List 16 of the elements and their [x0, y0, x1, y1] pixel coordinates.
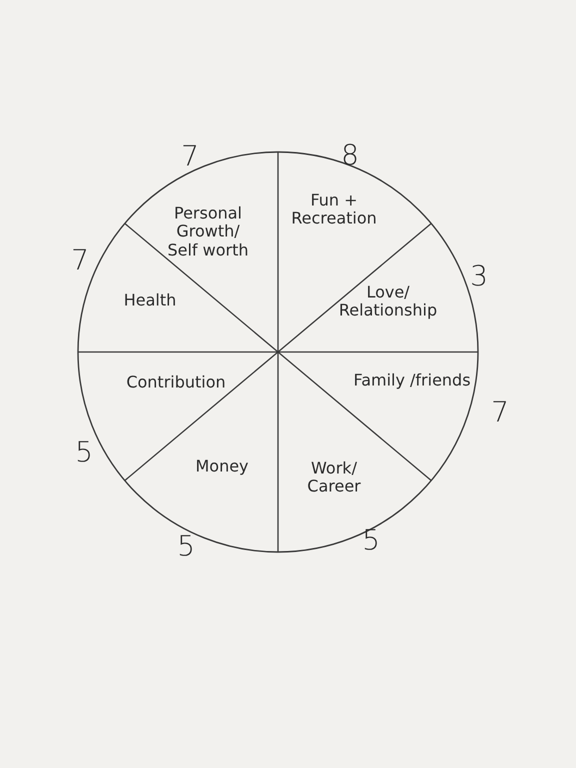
score-number: 5 [362, 524, 380, 556]
segment-label: Fun + Recreation [290, 192, 378, 228]
segment-label: Personal Growth/ Self worth [166, 204, 250, 260]
score-number: 3 [470, 260, 488, 292]
segment-label: Contribution [126, 373, 226, 392]
score-number: 7 [71, 244, 89, 276]
segment-label: Health [124, 291, 176, 310]
score-number: 7 [491, 396, 509, 428]
score-number: 7 [181, 140, 199, 172]
segment-label: Family /friends [353, 371, 471, 390]
score-number: 8 [341, 138, 359, 172]
score-number: 5 [177, 530, 195, 562]
segment-label: Love/ Relationship [338, 284, 438, 320]
score-number: 5 [75, 436, 93, 468]
segment-label: Work/ Career [306, 460, 362, 496]
segment-label: Money [195, 457, 249, 476]
